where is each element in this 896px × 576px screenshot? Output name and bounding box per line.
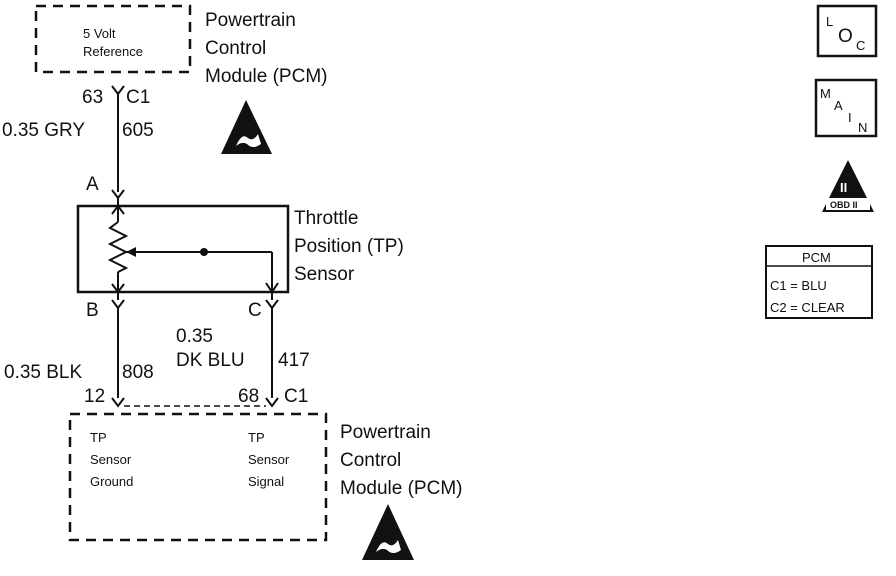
- tp-signal-label-3: Signal: [248, 474, 284, 489]
- tp-ground-label-2: Sensor: [90, 452, 132, 467]
- svg-text:O: O: [838, 26, 853, 47]
- legend-title: PCM: [802, 250, 831, 265]
- tp-signal-label-2: Sensor: [248, 452, 290, 467]
- legend-line-2: C2 = CLEAR: [770, 300, 845, 315]
- main-index-icon[interactable]: M A I N: [814, 78, 878, 138]
- connector-terminal-top: [111, 85, 125, 96]
- location-icon[interactable]: L O C: [816, 4, 878, 58]
- tp-sensor-title-3: Sensor: [294, 264, 355, 285]
- wire-808-circuit-label: 808: [122, 362, 154, 383]
- pcm-bottom-title-2: Control: [340, 450, 401, 471]
- pcm-top-box-label-1: 5 Volt: [83, 26, 116, 41]
- esd-warning-icon-bottom: [362, 504, 414, 560]
- tp-sensor-title-1: Throttle: [294, 208, 358, 229]
- connector-c1-top-label: C1: [126, 87, 150, 108]
- wire-417-color-label: DK BLU: [176, 350, 245, 371]
- connector-c1-bottom-label: C1: [284, 386, 308, 407]
- wire-417-circuit-label: 417: [278, 350, 310, 371]
- terminal-c-connector: [265, 299, 279, 310]
- terminal-b-connector: [111, 299, 125, 310]
- svg-text:N: N: [858, 120, 867, 135]
- svg-text:A: A: [834, 98, 843, 113]
- pcm-top-title-3: Module (PCM): [205, 66, 327, 87]
- tp-sensor-box: [76, 204, 290, 294]
- potentiometer-symbol: [107, 204, 279, 294]
- wire-417-gauge-label: 0.35: [176, 326, 213, 347]
- pin-68-label: 68: [238, 386, 259, 407]
- pcm-top-title-1: Powertrain: [205, 10, 296, 31]
- pin-68-connector: [265, 397, 279, 408]
- svg-text:L: L: [826, 14, 833, 29]
- svg-text:C: C: [856, 38, 865, 53]
- svg-text:M: M: [820, 86, 831, 101]
- tp-ground-label-3: Ground: [90, 474, 133, 489]
- legend-line-1: C1 = BLU: [770, 278, 827, 293]
- pcm-top-title-2: Control: [205, 38, 266, 59]
- obd-ii-icon: II OBD II: [822, 160, 874, 212]
- tp-sensor-title-2: Position (TP): [294, 236, 404, 257]
- wire-605-circuit-label: 605: [122, 120, 154, 141]
- pin-12-label: 12: [84, 386, 105, 407]
- tp-ground-label-1: TP: [90, 430, 107, 445]
- terminal-a-label: A: [86, 174, 99, 195]
- pin-63-label: 63: [82, 87, 103, 108]
- pcm-connector-legend: PCM C1 = BLU C2 = CLEAR: [765, 245, 873, 319]
- terminal-b-label: B: [86, 300, 99, 321]
- pcm-top-box-label-2: Reference: [83, 44, 143, 59]
- pcm-bottom-box: [68, 412, 328, 542]
- pcm-bottom-title-1: Powertrain: [340, 422, 431, 443]
- pin-12-connector: [111, 397, 125, 408]
- svg-text:II: II: [840, 180, 847, 195]
- esd-warning-icon: [221, 100, 272, 154]
- pcm-bottom-title-3: Module (PCM): [340, 478, 462, 499]
- wire-808-color-label: 0.35 BLK: [4, 362, 82, 383]
- pcm-top-box: [34, 4, 192, 74]
- svg-text:I: I: [848, 110, 852, 125]
- svg-text:OBD II: OBD II: [830, 200, 858, 210]
- terminal-c-label: C: [248, 300, 262, 321]
- tp-signal-label-1: TP: [248, 430, 265, 445]
- wire-605-color-label: 0.35 GRY: [2, 120, 85, 141]
